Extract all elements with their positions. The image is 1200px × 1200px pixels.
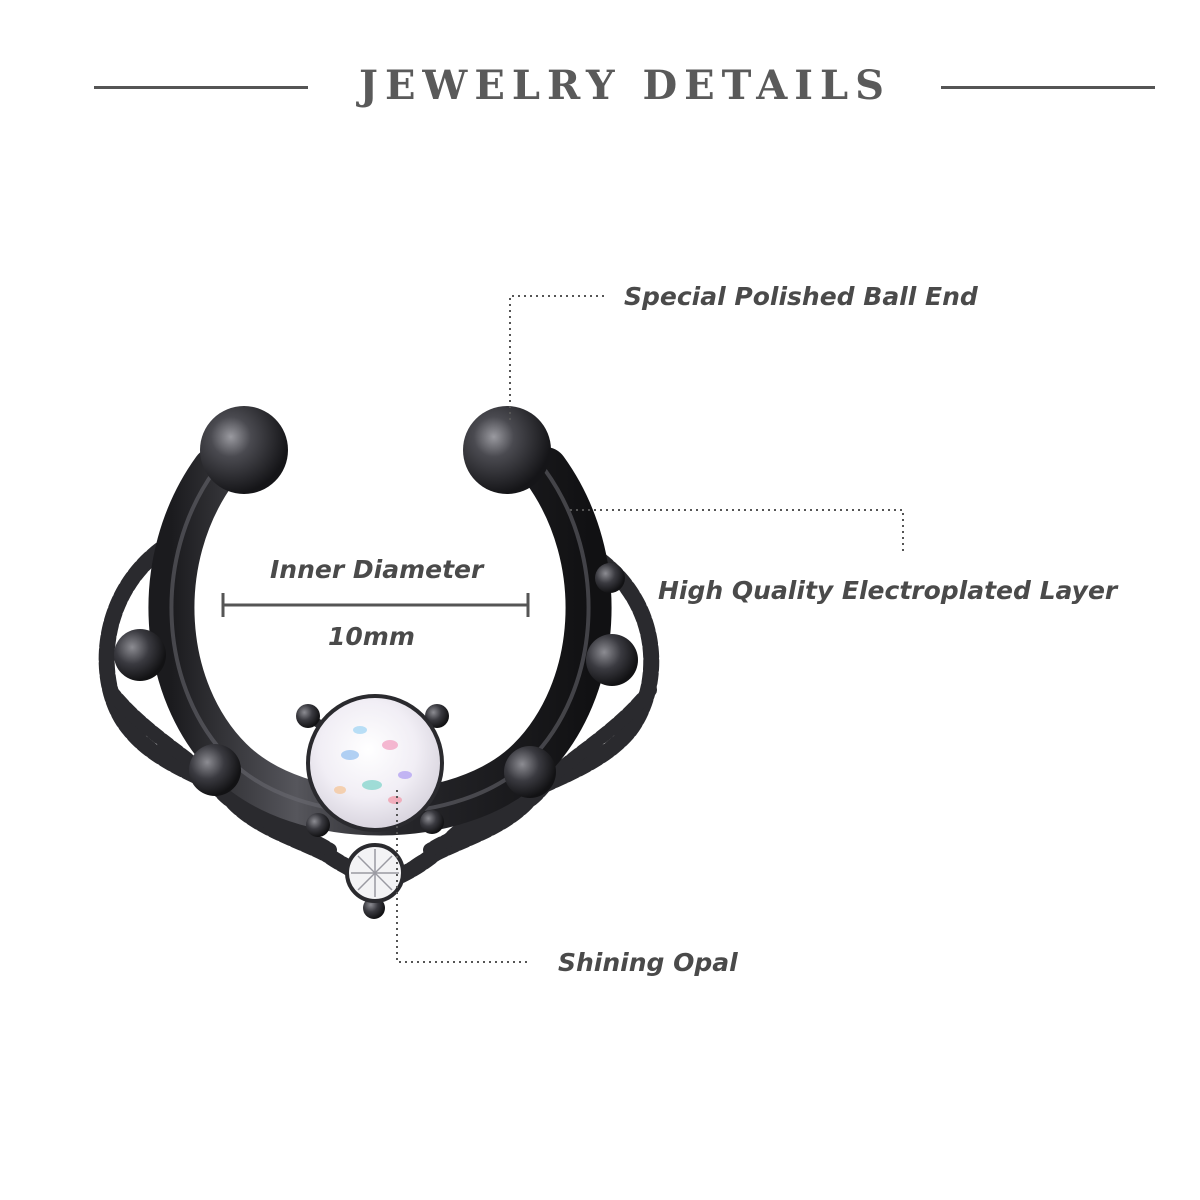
measure-value: 10mm (328, 622, 415, 651)
callout-opal: Shining Opal (558, 948, 738, 977)
decor-ball (306, 813, 330, 837)
opal-stone (306, 694, 444, 832)
decor-ball (504, 746, 556, 798)
callout-electroplated-layer: High Quality Electroplated Layer (658, 576, 1118, 605)
header-rule-right (941, 86, 1155, 89)
decor-ball (189, 744, 241, 796)
header-rule-left (94, 86, 308, 89)
diameter-measure-bar (221, 593, 530, 617)
callout-line-ball (509, 295, 608, 420)
measure-label: Inner Diameter (270, 555, 484, 584)
section-title: JEWELRY DETAILS (359, 62, 891, 109)
rope-loop-left-inner (103, 683, 357, 877)
decor-ball (114, 629, 166, 681)
decor-ball (595, 563, 625, 593)
decor-ball (420, 810, 444, 834)
callout-ball-end: Special Polished Ball End (624, 282, 978, 311)
decor-ball (586, 634, 638, 686)
callout-line-opal (396, 790, 528, 963)
section-header: JEWELRY DETAILS (0, 50, 1200, 130)
callout-line-layer (570, 509, 904, 553)
opal-fire (334, 726, 412, 804)
ball-end-right (463, 406, 551, 494)
ball-end-left (200, 406, 288, 494)
